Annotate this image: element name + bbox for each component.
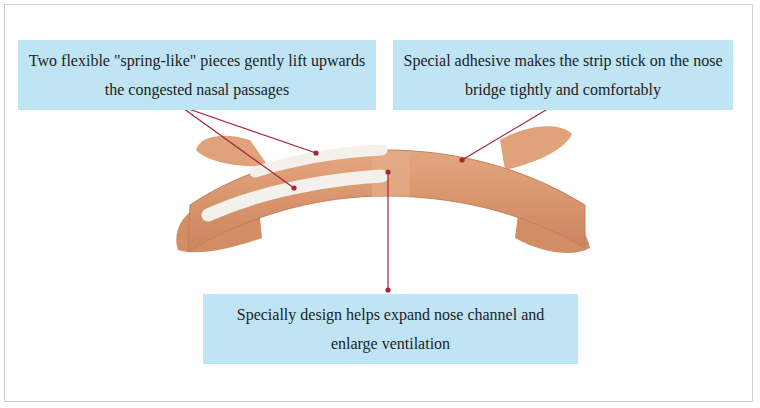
leader-dot	[386, 170, 390, 174]
leader-line	[462, 104, 556, 160]
leader-dot	[314, 151, 318, 155]
leader-line	[180, 106, 316, 153]
leader-line	[387, 172, 388, 290]
callout-box: Special adhesive makes the strip stick o…	[393, 40, 733, 110]
leader-line	[180, 106, 294, 188]
strip-band	[188, 150, 585, 252]
strip-right-lobe	[500, 126, 572, 170]
callout-box: Two flexible "spring-like" pieces gently…	[18, 40, 376, 110]
leader-dot	[386, 288, 390, 292]
spring-piece	[255, 150, 382, 172]
leader-dot	[292, 186, 296, 190]
callout-box: Specially design helps expand nose chann…	[203, 294, 578, 364]
leader-dot	[460, 158, 464, 162]
spring-piece	[208, 176, 382, 215]
callout-text: Two flexible "spring-like" pieces gently…	[28, 46, 366, 104]
callout-text: Specially design helps expand nose chann…	[213, 300, 568, 358]
callout-text: Special adhesive makes the strip stick o…	[403, 46, 723, 104]
